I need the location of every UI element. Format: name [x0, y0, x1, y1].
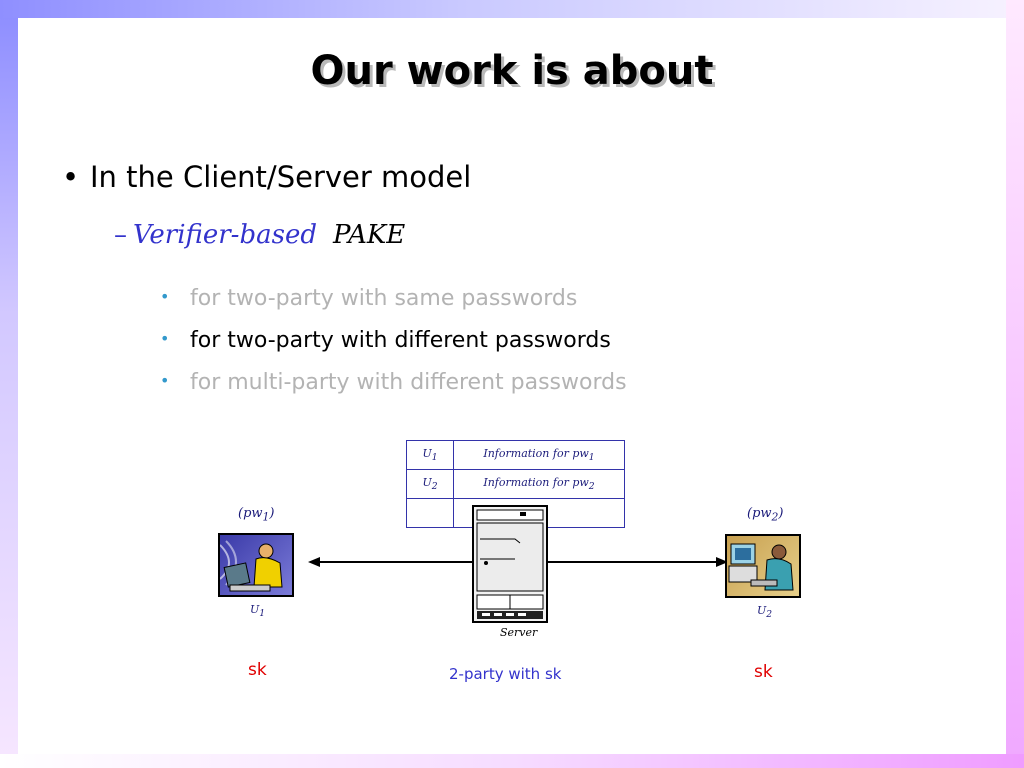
slide-title: Our work is about	[310, 48, 714, 94]
item-text: for multi-party with different passwords	[190, 370, 627, 395]
user-at-computer-icon	[728, 543, 794, 591]
table-cell-info: Information for pw1	[453, 440, 625, 470]
left-user-avatar	[218, 533, 294, 597]
dash-icon: –	[114, 220, 127, 250]
left-gradient-bar	[0, 18, 18, 758]
item-different-passwords: • for two-party with different passwords	[160, 328, 611, 353]
item-same-passwords: • for two-party with same passwords	[160, 286, 577, 311]
table-row: U1 Information for pw1	[406, 440, 625, 470]
item-text: for two-party with different passwords	[190, 328, 611, 353]
left-user-label: U1	[250, 603, 266, 620]
pake-text: PAKE	[332, 220, 406, 250]
bullet-dot-icon: •	[160, 371, 170, 390]
server-label: Server	[500, 626, 538, 639]
item-multi-party: • for multi-party with different password…	[160, 370, 627, 395]
bullet-dot-icon: •	[62, 160, 80, 194]
right-gradient-bar	[1006, 0, 1024, 768]
bullet-client-server: • In the Client/Server model	[62, 160, 471, 194]
bullet-dot-icon: •	[160, 329, 170, 348]
table-cell-empty	[406, 498, 454, 528]
sub-bullet-verifier: –Verifier-based PAKE	[114, 220, 405, 250]
bullet-dot-icon: •	[160, 287, 170, 306]
left-password-label: (pw1)	[238, 506, 275, 524]
table-cell-info: Information for pw2	[453, 469, 625, 499]
diagram-caption: 2-party with sk	[449, 665, 562, 683]
right-password-label: (pw2)	[747, 506, 784, 524]
top-gradient-bar	[0, 0, 1024, 18]
bottom-gradient-bar	[0, 754, 1024, 768]
right-user-label: U2	[757, 604, 773, 621]
server-icon	[472, 505, 548, 623]
item-text: for two-party with same passwords	[190, 286, 578, 311]
bullet-text: In the Client/Server model	[90, 160, 472, 194]
right-user-avatar	[725, 534, 801, 598]
table-row: U2 Information for pw2	[406, 469, 625, 499]
verifier-based-text: Verifier-based	[133, 220, 317, 250]
table-cell-user: U1	[406, 440, 454, 470]
right-session-key: sk	[754, 662, 773, 682]
table-cell-user: U2	[406, 469, 454, 499]
user-at-computer-icon	[220, 540, 283, 592]
left-session-key: sk	[248, 660, 267, 680]
